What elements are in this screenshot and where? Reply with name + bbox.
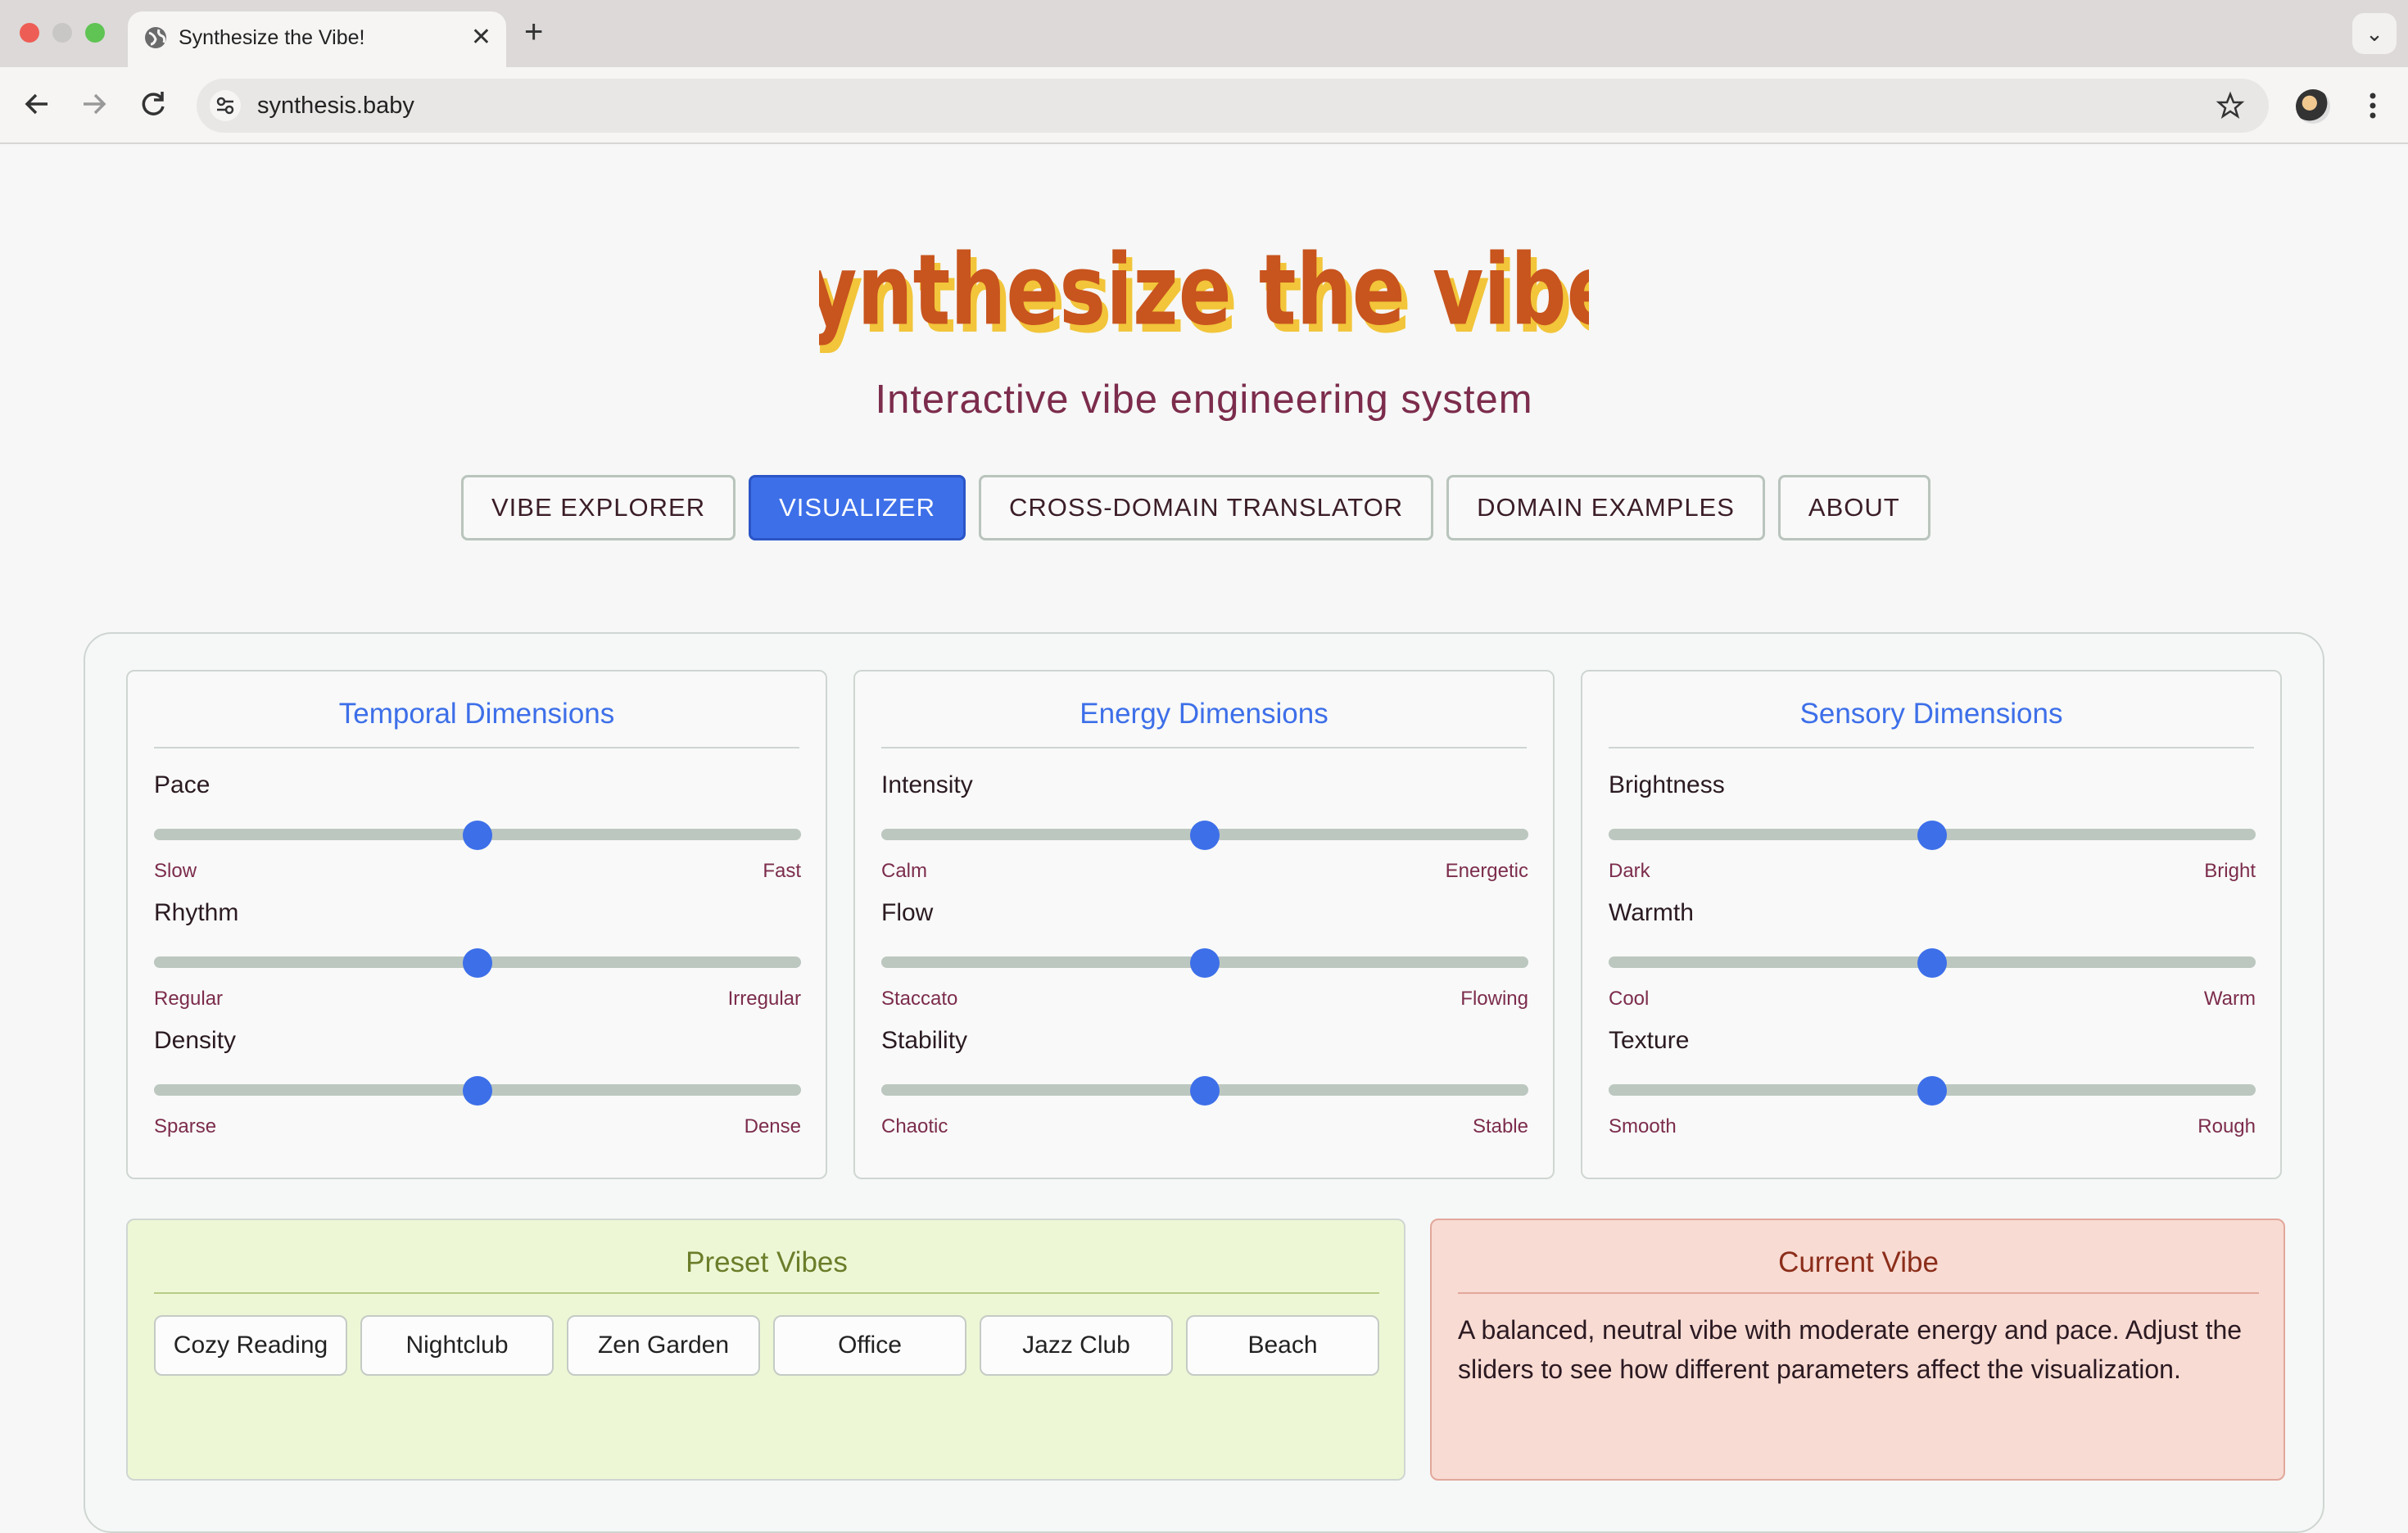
slider-min-label: Staccato (881, 988, 958, 1010)
slider-max-label: Dense (744, 1115, 801, 1137)
url-text: synthesis.baby (257, 93, 414, 119)
dimension-group-title: Energy Dimensions (881, 698, 1527, 748)
slider-label: Stability (881, 1027, 968, 1054)
dimension-group-title: Sensory Dimensions (1609, 698, 2254, 748)
slider-thumb[interactable] (1190, 1076, 1220, 1106)
slider-thumb[interactable] (1190, 821, 1220, 850)
slider-label: Texture (1609, 1027, 1690, 1054)
slider-thumb[interactable] (463, 948, 492, 978)
slider-label: Flow (881, 899, 934, 926)
slider-max-label: Fast (763, 860, 801, 882)
slider-label: Warmth (1609, 899, 1694, 926)
slider-label: Pace (154, 771, 210, 798)
globe-icon (145, 27, 166, 48)
tab-vibe-explorer[interactable]: VIBE EXPLORER (461, 475, 736, 540)
slider-thumb[interactable] (1190, 948, 1220, 978)
profile-avatar[interactable] (2296, 89, 2330, 124)
close-tab-icon[interactable]: ✕ (470, 24, 491, 51)
slider-thumb[interactable] (1917, 1076, 1947, 1106)
browser-tab-bar: Synthesize the Vibe! ✕ + ⌄ (0, 0, 2408, 67)
preset-beach-button[interactable]: Beach (1186, 1315, 1379, 1376)
browser-tab[interactable]: Synthesize the Vibe! ✕ (128, 11, 506, 67)
tab-about[interactable]: ABOUT (1777, 475, 1930, 540)
forward-arrow-icon[interactable] (74, 84, 115, 124)
address-bar[interactable]: synthesis.baby (197, 79, 2269, 133)
slider-max-label: Stable (1472, 1115, 1528, 1137)
slider-thumb[interactable] (463, 1076, 492, 1106)
preset-cozy-reading-button[interactable]: Cozy Reading (154, 1315, 347, 1376)
slider-min-label: Smooth (1609, 1115, 1677, 1137)
bookmark-star-icon[interactable] (2215, 90, 2246, 121)
slider-thumb[interactable] (463, 821, 492, 850)
slider-min-label: Sparse (154, 1115, 217, 1137)
browser-toolbar: synthesis.baby (0, 67, 2408, 144)
slider-label: Intensity (881, 771, 973, 798)
slider-max-label: Irregular (727, 988, 801, 1010)
slider-min-label: Dark (1609, 860, 1650, 882)
svg-text:Synthesize the vibe!: Synthesize the vibe! (819, 236, 1589, 347)
page-subtitle: Interactive vibe engineering system (875, 378, 1533, 422)
tab-domain-examples[interactable]: DOMAIN EXAMPLES (1446, 475, 1765, 540)
page-content: Synthesize the vibe! Synthesize the vibe… (0, 146, 2408, 1533)
slider-thumb[interactable] (1917, 821, 1947, 850)
slider-min-label: Chaotic (881, 1115, 948, 1137)
slider-min-label: Cool (1609, 988, 1650, 1010)
tab-cross-domain-translator[interactable]: CROSS-DOMAIN TRANSLATOR (978, 475, 1434, 540)
reload-icon[interactable] (133, 84, 174, 124)
svg-text:Synthesize the vibe!: Synthesize the vibe! (819, 240, 1589, 355)
tab-visualizer[interactable]: VISUALIZER (749, 475, 966, 540)
current-vibe-box: Current Vibe A balanced, neutral vibe wi… (1430, 1219, 2285, 1481)
slider-max-label: Warm (2203, 988, 2256, 1010)
preset-vibes-title: Preset Vibes (154, 1246, 1379, 1294)
maximize-window-button[interactable] (85, 23, 105, 43)
slider-max-label: Bright (2204, 860, 2256, 882)
tab-search-button[interactable]: ⌄ (2352, 13, 2397, 54)
slider-thumb[interactable] (1917, 948, 1947, 978)
slider-label: Rhythm (154, 899, 239, 926)
slider-min-label: Calm (881, 860, 928, 882)
slider-max-label: Energetic (1445, 860, 1528, 882)
close-window-button[interactable] (20, 23, 39, 43)
site-settings-icon[interactable] (210, 90, 241, 121)
slider-min-label: Slow (154, 860, 197, 882)
preset-office-button[interactable]: Office (773, 1315, 966, 1376)
new-tab-button[interactable]: + (524, 14, 544, 50)
preset-jazz-club-button[interactable]: Jazz Club (980, 1315, 1173, 1376)
slider-label: Density (154, 1027, 237, 1054)
current-vibe-title: Current Vibe (1458, 1246, 2259, 1294)
current-vibe-description: A balanced, neutral vibe with moderate e… (1458, 1315, 2243, 1384)
tab-title: Synthesize the Vibe! (179, 26, 365, 49)
preset-nightclub-button[interactable]: Nightclub (360, 1315, 554, 1376)
slider-max-label: Flowing (1460, 988, 1528, 1010)
slider-max-label: Rough (2198, 1115, 2256, 1137)
more-menu-icon[interactable] (2360, 84, 2385, 128)
slider-min-label: Regular (154, 988, 224, 1010)
minimize-window-button[interactable] (52, 23, 72, 43)
slider-label: Brightness (1609, 771, 1725, 798)
back-arrow-icon[interactable] (16, 84, 57, 124)
dimension-group-title: Temporal Dimensions (154, 698, 799, 748)
site-logo: Synthesize the vibe! Synthesize the vibe… (819, 236, 1589, 355)
preset-zen-garden-button[interactable]: Zen Garden (567, 1315, 760, 1376)
